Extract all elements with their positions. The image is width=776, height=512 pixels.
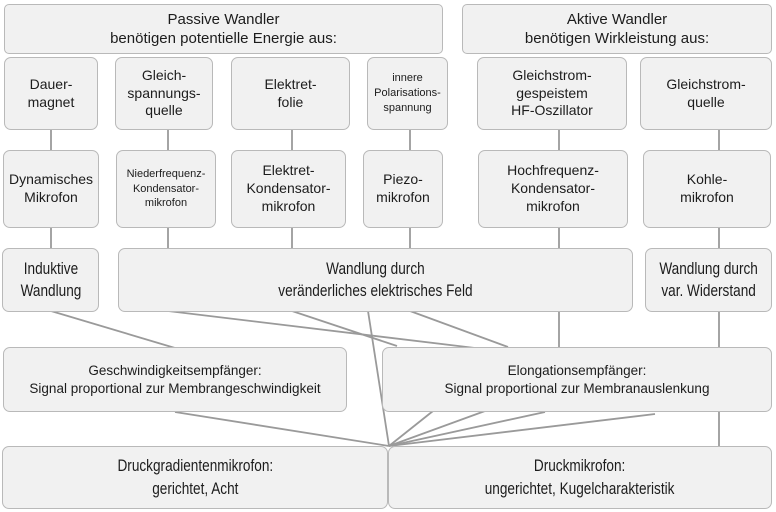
header-aktive-wandler-label: Aktive Wandler benötigen Wirkleistung au…	[524, 10, 710, 47]
node-wandlung-widerstand: Wandlung durch var. Widerstand	[645, 248, 772, 312]
node-hf-oszillator-label: Gleichstrom- gespeistem HF-Oszillator	[511, 66, 593, 119]
node-geschwindigkeitsempfaenger: Geschwindigkeitsempfänger: Signal propor…	[3, 347, 347, 412]
node-gleichspannungsquelle-label: Gleich- spannungs- quelle	[127, 66, 201, 119]
node-polarisationsspannung-label: innere Polarisations- spannung	[374, 72, 441, 114]
node-geschwindigkeitsempfaenger-label: Geschwindigkeitsempfänger: Signal propor…	[29, 363, 321, 396]
node-piezomikrofon: Piezo- mikrofon	[363, 150, 443, 228]
node-dauermagnet-label: Dauer- magnet	[27, 75, 75, 110]
node-dynamisches-mikrofon-label: Dynamisches Mikrofon	[8, 171, 94, 205]
node-polarisationsspannung: innere Polarisations- spannung	[367, 57, 448, 130]
node-druckgradientenmikrofon-label: Druckgradientenmikrofon: gerichtet, Acht	[117, 456, 273, 498]
node-elektret-kondensatormikrofon: Elektret- Kondensator- mikrofon	[231, 150, 346, 228]
header-passive-wandler-label: Passive Wandler benötigen potentielle En…	[110, 10, 337, 47]
node-elongationsempfaenger: Elongationsempfänger: Signal proportiona…	[382, 347, 772, 412]
node-hochfrequenz-kondensatormikrofon-label: Hochfrequenz- Kondensator- mikrofon	[507, 162, 599, 214]
node-druckmikrofon-label: Druckmikrofon: ungerichtet, Kugelcharakt…	[485, 456, 675, 498]
node-kohlemikrofon: Kohle- mikrofon	[643, 150, 771, 228]
node-induktive-wandlung-label: Induktive Wandlung	[20, 258, 81, 300]
node-dynamisches-mikrofon: Dynamisches Mikrofon	[3, 150, 99, 228]
node-induktive-wandlung: Induktive Wandlung	[2, 248, 99, 312]
node-druckgradientenmikrofon: Druckgradientenmikrofon: gerichtet, Acht	[2, 446, 388, 509]
header-passive-wandler: Passive Wandler benötigen potentielle En…	[4, 4, 443, 54]
node-hf-oszillator: Gleichstrom- gespeistem HF-Oszillator	[477, 57, 627, 130]
node-gleichstromquelle: Gleichstrom- quelle	[640, 57, 772, 130]
node-niederfrequenz-kondensatormikrofon: Niederfrequenz- Kondensator- mikrofon	[116, 150, 216, 228]
node-wandlung-elektrisches-feld: Wandlung durch veränderliches elektrisch…	[118, 248, 633, 312]
node-elektret-kondensatormikrofon-label: Elektret- Kondensator- mikrofon	[246, 162, 331, 214]
node-druckmikrofon: Druckmikrofon: ungerichtet, Kugelcharakt…	[388, 446, 772, 509]
node-gleichspannungsquelle: Gleich- spannungs- quelle	[115, 57, 213, 130]
node-gleichstromquelle-label: Gleichstrom- quelle	[666, 75, 746, 110]
node-elektretfolie: Elektret- folie	[231, 57, 350, 130]
node-wandlung-elektrisches-feld-label: Wandlung durch veränderliches elektrisch…	[278, 258, 473, 300]
node-piezomikrofon-label: Piezo- mikrofon	[376, 171, 430, 205]
node-kohlemikrofon-label: Kohle- mikrofon	[680, 171, 734, 205]
header-aktive-wandler: Aktive Wandler benötigen Wirkleistung au…	[462, 4, 772, 54]
node-wandlung-widerstand-label: Wandlung durch var. Widerstand	[659, 258, 758, 300]
node-elongationsempfaenger-label: Elongationsempfänger: Signal proportiona…	[444, 363, 710, 396]
node-dauermagnet: Dauer- magnet	[4, 57, 98, 130]
node-elektretfolie-label: Elektret- folie	[264, 75, 317, 110]
node-niederfrequenz-kondensatormikrofon-label: Niederfrequenz- Kondensator- mikrofon	[126, 167, 206, 210]
node-hochfrequenz-kondensatormikrofon: Hochfrequenz- Kondensator- mikrofon	[478, 150, 628, 228]
